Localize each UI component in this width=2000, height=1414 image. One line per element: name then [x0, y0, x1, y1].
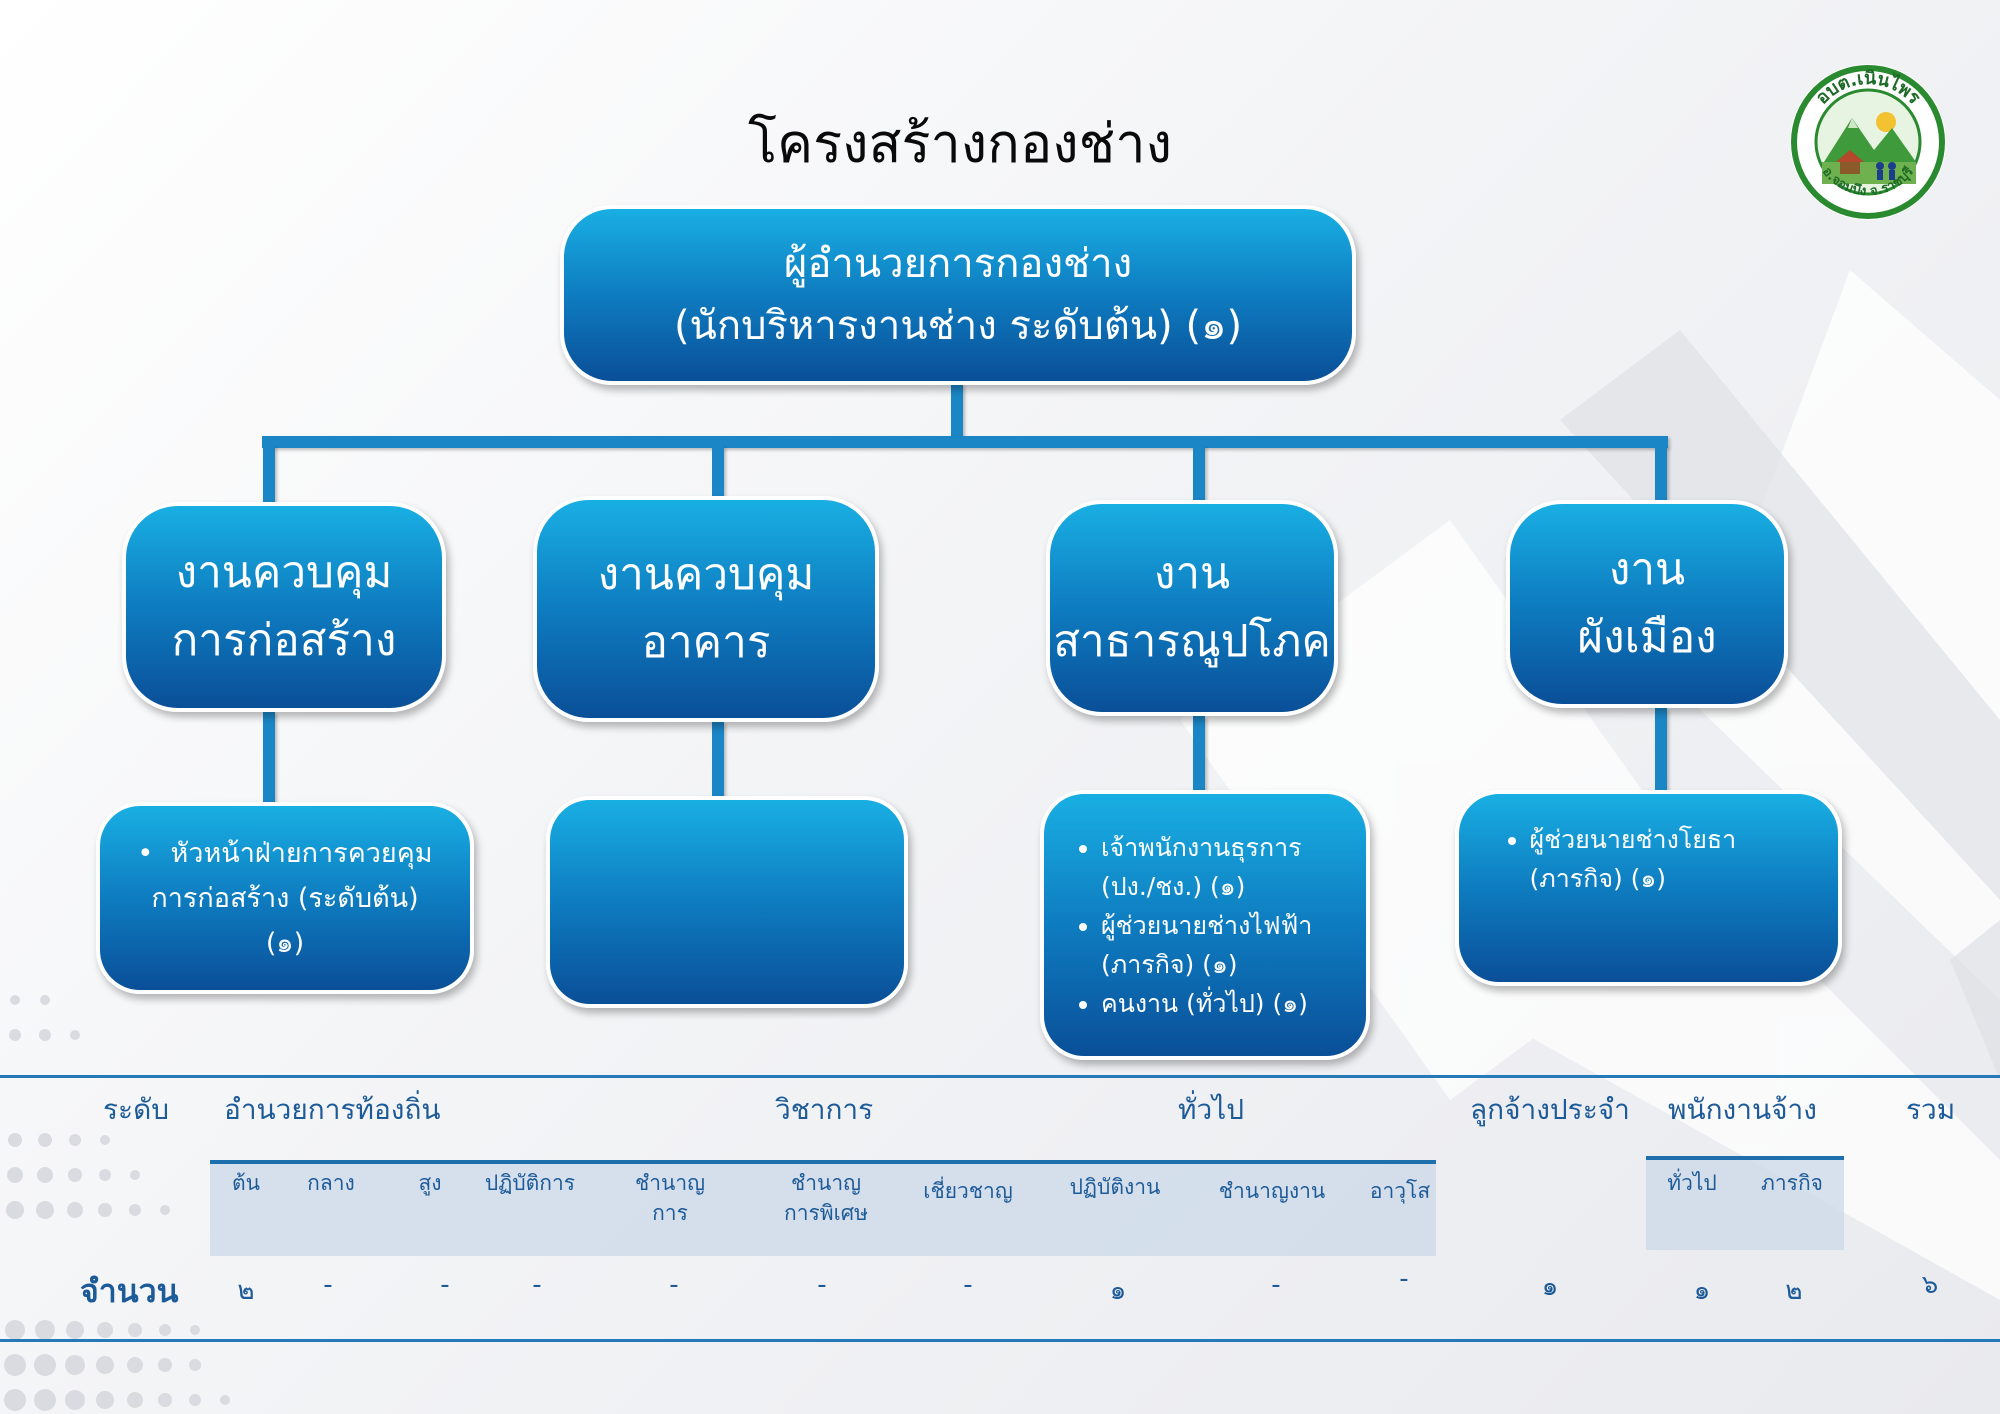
value-permanent-employee: ๑	[1541, 1272, 1559, 1302]
dept-construction-line2: การก่อสร้าง	[171, 615, 397, 666]
dept-building-line2: อาคาร	[641, 617, 771, 668]
sub-utilities-list: เจ้าพนักงานธุรการ (ปง./ชง.) (๑) ผู้ช่วยน…	[1059, 828, 1351, 1023]
sub-planning-item: ผู้ช่วยนายช่างโยธา (ภารกิจ) (๑)	[1530, 820, 1810, 898]
sub-planning-list: ผู้ช่วยนายช่างโยธา (ภารกิจ) (๑)	[1488, 820, 1810, 898]
table-top-rule	[0, 1075, 2000, 1078]
connector-sub-4	[1655, 708, 1667, 790]
subheader-start: ต้น	[232, 1171, 260, 1195]
header-contract-employee: พนักงานจ้าง	[1668, 1093, 1817, 1126]
value-special-expert: -	[817, 1270, 827, 1300]
subheader-operational-general: ปฏิบัติงาน	[1069, 1175, 1161, 1199]
sub-construction-line3: (๑)	[265, 927, 305, 959]
connector-sub-2	[712, 722, 724, 796]
director-position: (นักบริหารงานช่าง ระดับต้น) (๑)	[673, 303, 1243, 349]
value-middle: -	[323, 1270, 333, 1300]
value-operational-academic: -	[532, 1270, 542, 1300]
subheader-mission-contract: ภารกิจ	[1761, 1171, 1823, 1195]
value-senior: -	[1399, 1264, 1409, 1294]
sub-utilities-item: ผู้ช่วยนายช่างไฟฟ้า (ภารกิจ) (๑)	[1101, 906, 1351, 984]
dept-town-planning-box: งาน ผังเมือง	[1506, 500, 1788, 708]
sub-planning-box: ผู้ช่วยนายช่างโยธา (ภารกิจ) (๑)	[1455, 790, 1842, 986]
header-local-director: อำนวยการท้องถิ่น	[224, 1093, 441, 1126]
connector-horizontal	[262, 436, 1668, 448]
value-expert: -	[669, 1270, 679, 1300]
dept-building-line1: งานควบคุม	[597, 549, 815, 600]
subheader-specialist: เชี่ยวชาญ	[923, 1179, 1013, 1203]
academic-general-subheader-band	[210, 1162, 1436, 1256]
header-general: ทั่วไป	[1178, 1093, 1245, 1126]
subheader-special-expert: ชำนาญการพิเศษ	[784, 1171, 868, 1225]
dept-construction-control-box: งานควบคุม การก่อสร้าง	[122, 502, 446, 712]
dept-planning-line1: งาน	[1608, 544, 1686, 595]
header-total: รวม	[1906, 1093, 1956, 1126]
sub-utilities-box: เจ้าพนักงานธุรการ (ปง./ชง.) (๑) ผู้ช่วยน…	[1040, 790, 1370, 1060]
value-general-contract: ๑	[1693, 1276, 1711, 1306]
connector-sub-1	[263, 712, 275, 804]
academic-general-subheader-rule	[210, 1160, 1436, 1164]
value-start: ๒	[237, 1276, 255, 1306]
subheader-expert: ชำนาญการ	[634, 1171, 706, 1225]
dept-utilities-line2: สาธารณูปโภค	[1053, 616, 1331, 667]
value-skilled: -	[1271, 1270, 1281, 1300]
value-high: -	[440, 1270, 450, 1300]
subheader-skilled: ชำนาญงาน	[1218, 1179, 1326, 1203]
subheader-operational-academic: ปฏิบัติการ	[484, 1171, 576, 1195]
sub-utilities-item: คนงาน (ทั่วไป) (๑)	[1101, 984, 1351, 1023]
dept-utilities-box: งาน สาธารณูปโภค	[1046, 500, 1338, 716]
subheader-general-contract: ทั่วไป	[1667, 1171, 1717, 1195]
dept-construction-line1: งานควบคุม	[175, 547, 393, 598]
value-specialist: -	[963, 1270, 973, 1300]
sub-construction-box: • หัวหน้าฝ่ายการควยคุม การก่อสร้าง (ระดั…	[96, 802, 474, 994]
connector-dept-2	[712, 446, 724, 496]
connector-sub-3	[1193, 716, 1205, 790]
dept-planning-line2: ผังเมือง	[1577, 612, 1717, 663]
director-title: ผู้อำนวยการกองช่าง	[783, 241, 1133, 287]
page-title: โครงสร้างกองช่าง	[748, 112, 1172, 175]
subheader-senior: อาวุโส	[1369, 1179, 1431, 1203]
connector-top-vertical	[951, 384, 963, 438]
row-label-count: จำนวน	[80, 1272, 179, 1310]
connector-dept-1	[263, 446, 275, 504]
sub-building-box	[546, 796, 908, 1008]
sub-construction-line1: • หัวหน้าฝ่ายการควยคุม	[137, 837, 433, 869]
contract-subheader-band	[1646, 1160, 1844, 1250]
dept-utilities-line1: งาน	[1153, 548, 1231, 599]
value-total: ๖	[1921, 1270, 1939, 1300]
dept-building-control-box: งานควบคุม อาคาร	[533, 496, 879, 722]
header-academic: วิชาการ	[775, 1093, 874, 1126]
value-mission-contract: ๒	[1785, 1276, 1803, 1306]
header-permanent-employee: ลูกจ้างประจำ	[1470, 1093, 1630, 1126]
subheader-high: สูง	[418, 1171, 442, 1195]
value-operational-general: ๑	[1109, 1276, 1127, 1306]
sub-construction-line2: การก่อสร้าง (ระดับต้น)	[151, 882, 419, 914]
organization-seal-logo: อบต.เนินไพร อ.จอมบึง จ.ราชบุรี	[1790, 64, 1946, 220]
director-box: ผู้อำนวยการกองช่าง (นักบริหารงานช่าง ระด…	[560, 205, 1356, 385]
contract-subheader-rule	[1646, 1156, 1844, 1160]
header-level: ระดับ	[103, 1093, 170, 1126]
connector-dept-3	[1193, 446, 1205, 502]
subheader-middle: กลาง	[307, 1171, 355, 1195]
connector-dept-4	[1655, 446, 1667, 502]
sub-utilities-item: เจ้าพนักงานธุรการ (ปง./ชง.) (๑)	[1101, 828, 1351, 906]
table-bottom-rule	[0, 1339, 2000, 1342]
